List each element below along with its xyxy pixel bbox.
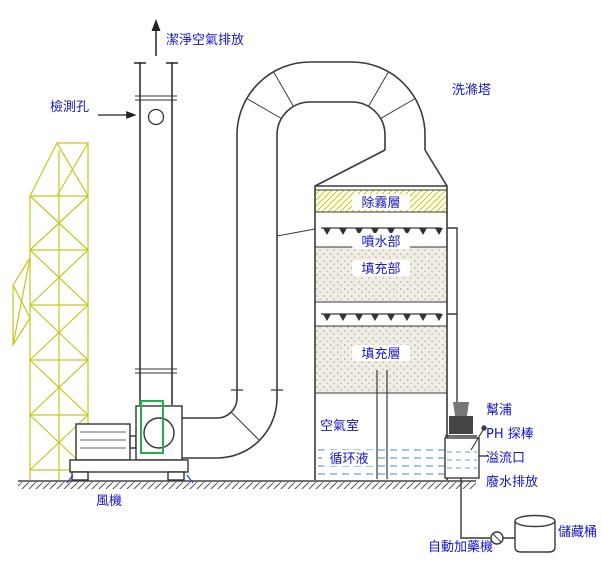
label-demister-layer: 除霧層 <box>361 196 400 211</box>
anchor-marks <box>66 474 194 484</box>
fan-housing <box>135 405 183 461</box>
fan-motor <box>75 423 131 461</box>
label-overflow-port: 溢流口 <box>486 451 525 466</box>
label-spray-section: 噴水部 <box>361 235 400 250</box>
label-clean-air-exhaust: 潔淨空氣排放 <box>166 33 244 48</box>
label-inspection-port: 檢測孔 <box>50 99 89 115</box>
label-circulating-liquid: 循环液 <box>329 452 368 467</box>
labels: 潔淨空氣排放 檢測孔 洗滌塔 除霧層 噴水部 填充部 填充層 空氣室 循环液 幫… <box>50 33 597 555</box>
label-fan: 風機 <box>96 494 122 509</box>
pump-motor <box>453 402 469 416</box>
connecting-duct <box>182 61 426 459</box>
label-auto-dosing-machine: 自動加藥機 <box>428 540 493 555</box>
label-scrubber-tower: 洗滌塔 <box>452 82 491 98</box>
sump-water-lines <box>318 449 445 475</box>
label-backgrounds <box>322 194 410 466</box>
drain-pipe <box>460 478 515 539</box>
label-pump: 幫浦 <box>486 402 512 418</box>
support-frame <box>12 142 89 480</box>
scrubber-tower <box>314 149 448 480</box>
label-storage-tank: 儲藏桶 <box>558 525 597 540</box>
ph-tank <box>444 437 480 479</box>
exhaust-stack <box>134 62 178 405</box>
internal-overflow-pipes <box>376 370 388 479</box>
ph-probe-stick <box>470 429 484 451</box>
fan-highlight <box>140 400 164 454</box>
ground-line <box>18 480 476 489</box>
label-air-chamber: 空氣室 <box>320 418 359 434</box>
spray-nozzles-2 <box>323 314 443 321</box>
ph-tank-water <box>447 451 477 469</box>
pump-piping <box>444 227 556 553</box>
label-wastewater-discharge: 廢水排放 <box>486 475 538 490</box>
label-packing-section: 填充部 <box>361 261 400 277</box>
label-ph-probe: PH 探棒 <box>486 427 534 442</box>
pump-body <box>449 416 473 434</box>
storage-barrel <box>514 521 556 553</box>
fan-base <box>69 459 189 473</box>
fan-unit <box>66 405 194 484</box>
inspection-hole <box>147 108 165 126</box>
label-packing-layer: 填充層 <box>361 346 400 362</box>
